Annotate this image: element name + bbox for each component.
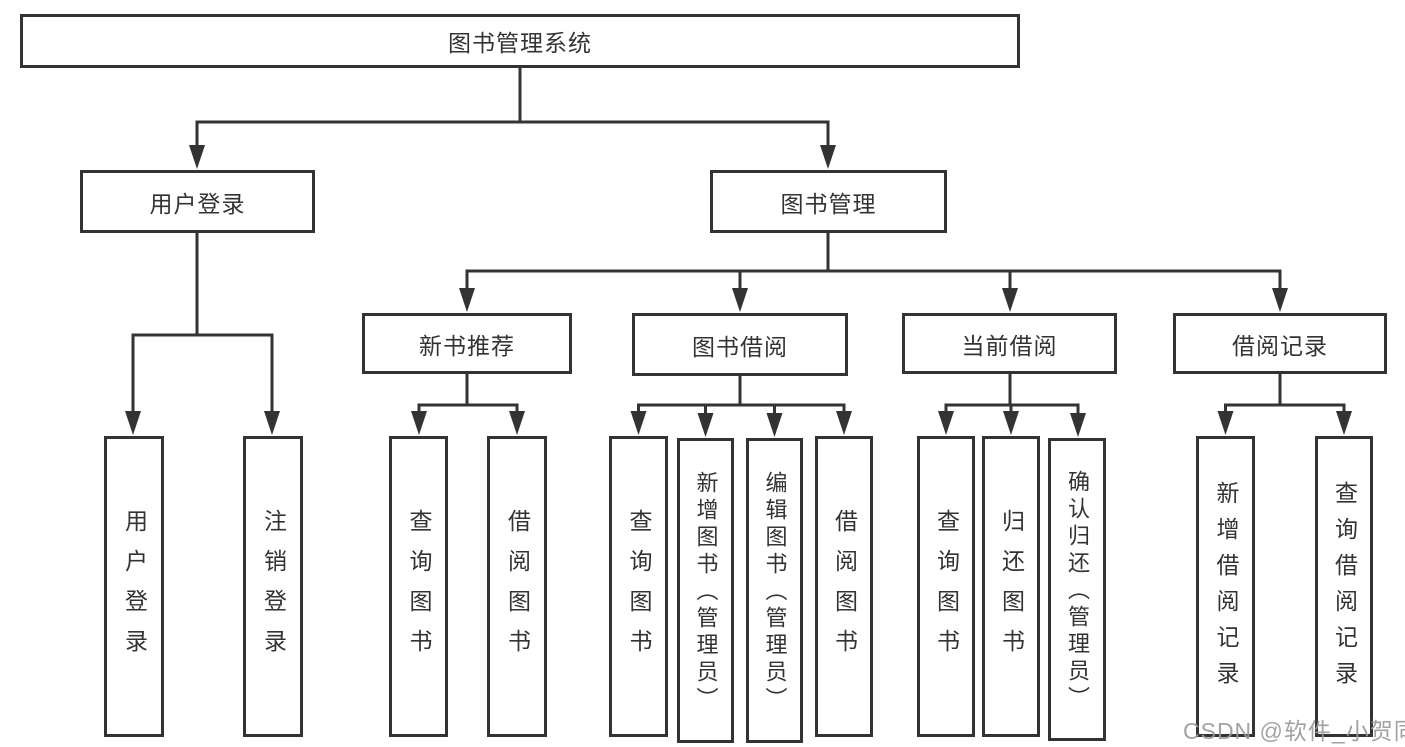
- arrow-down-icon: [1003, 411, 1019, 435]
- connector-borrow-record-children: [1224, 373, 1346, 414]
- arrow-down-icon: [836, 411, 852, 435]
- arrow-down-icon: [125, 411, 141, 435]
- leaf-newbook-borrow-books: 借阅图书: [487, 436, 547, 737]
- node-borrow-record: 借阅记录: [1173, 313, 1387, 374]
- leaf-user-login: 用户登录: [104, 436, 164, 737]
- arrow-down-icon: [630, 411, 647, 435]
- connector-current-borrow-children: [944, 373, 1080, 416]
- arrow-down-icon: [1070, 413, 1086, 437]
- connector-new-book-children: [417, 373, 519, 414]
- node-book-management: 图书管理: [710, 170, 947, 233]
- connector-book-mgmt-to-level3: [465, 233, 1282, 292]
- leaf-query-borrow-record: 查询借阅记录: [1315, 436, 1373, 737]
- node-new-book-recommend: 新书推荐: [362, 313, 572, 374]
- leaf-newbook-query-books: 查询图书: [389, 436, 448, 737]
- arrow-down-icon: [264, 411, 280, 435]
- leaf-add-book-admin: 新增图书（管理员）: [677, 438, 734, 743]
- arrow-down-icon: [1217, 411, 1234, 435]
- arrow-down-icon: [820, 145, 836, 169]
- leaf-borrow-query-books: 查询图书: [609, 436, 668, 737]
- leaf-borrow-books: 借阅图书: [815, 436, 873, 737]
- leaf-add-borrow-record: 新增借阅记录: [1196, 436, 1255, 737]
- arrow-down-icon: [697, 413, 714, 437]
- leaf-edit-book-admin: 编辑图书（管理员）: [746, 438, 803, 743]
- arrow-down-icon: [938, 411, 954, 435]
- csdn-watermark: CSDN @软件_小贺同学: [1183, 718, 1405, 744]
- leaf-return-books: 归还图书: [982, 436, 1040, 737]
- arrow-down-icon: [411, 411, 427, 435]
- leaf-confirm-return-admin: 确认归还（管理员）: [1048, 438, 1106, 741]
- node-root-system: 图书管理系统: [20, 14, 1020, 68]
- arrow-down-icon: [1002, 288, 1018, 312]
- arrow-down-icon: [1272, 288, 1288, 312]
- arrow-down-icon: [1336, 411, 1352, 435]
- node-current-borrow: 当前借阅: [902, 313, 1117, 374]
- arrow-down-icon: [189, 145, 205, 169]
- node-book-borrow: 图书借阅: [632, 313, 848, 376]
- connector-user-login-children: [131, 233, 274, 414]
- arrow-down-icon: [459, 288, 475, 312]
- leaf-current-query-books: 查询图书: [917, 436, 975, 737]
- connector-book-borrow-children: [637, 376, 846, 416]
- arrow-down-icon: [732, 288, 748, 312]
- arrow-down-icon: [509, 411, 525, 435]
- leaf-logout: 注销登录: [243, 436, 303, 737]
- node-user-login: 用户登录: [80, 170, 315, 233]
- arrow-down-icon: [766, 413, 783, 437]
- connector-root-to-level2: [195, 67, 830, 150]
